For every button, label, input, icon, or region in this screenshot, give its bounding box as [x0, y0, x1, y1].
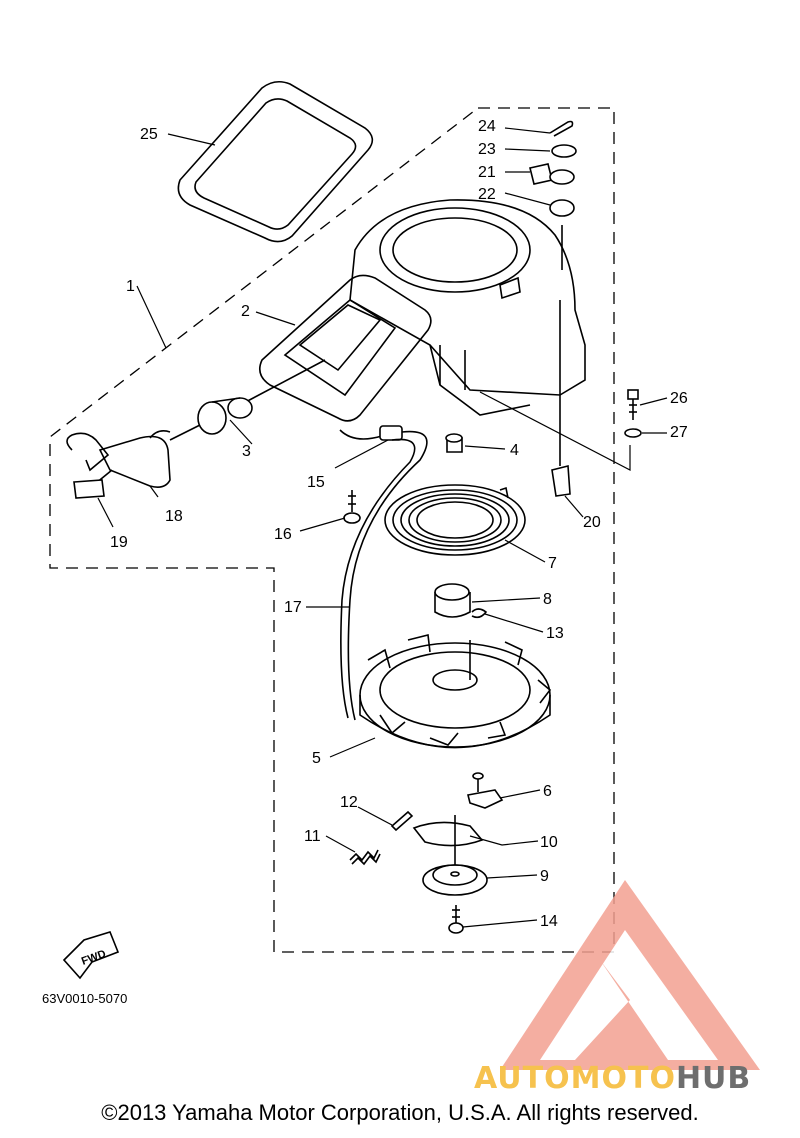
callout-11: 11 — [304, 828, 321, 845]
plate-part-19 — [66, 432, 110, 499]
drum-part-5 — [359, 634, 552, 749]
callout-12: 12 — [340, 794, 358, 811]
logo-text: AUTOMOTOHUB — [474, 1061, 751, 1096]
handle-guide-part-2 — [259, 274, 432, 422]
rope-stopper-part-3 — [197, 397, 253, 435]
cover-housing-part-1 — [349, 199, 586, 416]
automotohub-logo: AUTOMOTOHUB — [474, 880, 760, 1096]
callout-3: 3 — [242, 443, 251, 460]
callout-13: 13 — [546, 625, 564, 642]
bolt-part-16 — [343, 490, 361, 524]
washer-part-23 — [551, 144, 577, 158]
plate-part-10 — [412, 821, 484, 847]
callout-14: 14 — [540, 913, 558, 930]
lever-part-20 — [551, 300, 571, 497]
tube-part-17 — [347, 430, 428, 721]
callout-1: 1 — [126, 278, 135, 295]
callout-7: 7 — [548, 555, 557, 572]
callout-16: 16 — [274, 526, 292, 543]
bushing-part-8 — [434, 583, 471, 618]
copyright-notice: ©2013 Yamaha Motor Corporation, U.S.A. A… — [101, 1100, 699, 1125]
assembly-boundary — [49, 107, 615, 953]
pin-part-24 — [549, 120, 574, 137]
rope-part-3 — [239, 359, 326, 406]
bolt-part-14 — [448, 905, 464, 934]
leader-lines — [97, 127, 668, 928]
callout-10: 10 — [540, 834, 558, 851]
callout-22: 22 — [478, 186, 496, 203]
cover-part-9 — [422, 864, 488, 896]
fwd-arrow-icon: FWD — [62, 931, 120, 980]
callout-20: 20 — [583, 514, 601, 531]
callout-5: 5 — [312, 750, 321, 767]
callout-15: 15 — [307, 474, 325, 491]
callout-26: 26 — [670, 390, 688, 407]
callout-23: 23 — [478, 141, 496, 158]
washer-part-27 — [624, 428, 642, 438]
callout-24: 24 — [478, 118, 496, 135]
pin-part-12 — [390, 810, 414, 832]
small-parts-top — [529, 120, 577, 270]
callout-labels: 25 24 23 21 22 1 2 26 27 3 4 15 18 20 16… — [110, 118, 688, 930]
callout-8: 8 — [543, 591, 552, 608]
callout-18: 18 — [165, 508, 183, 525]
callout-19: 19 — [110, 534, 128, 551]
callout-9: 9 — [540, 868, 549, 885]
bracket-part-21 — [529, 163, 553, 185]
hose-part-15 — [339, 425, 403, 441]
callout-2: 2 — [241, 303, 250, 320]
seal-part-25 — [177, 80, 374, 243]
spiral-spring-part-7 — [384, 484, 526, 556]
clip-part-13 — [471, 608, 488, 619]
spring-part-11 — [349, 849, 381, 866]
bolt-part-26 — [627, 389, 639, 420]
callout-21: 21 — [478, 164, 496, 181]
drawing-code: 63V0010-5070 — [42, 991, 127, 1006]
callout-27: 27 — [670, 424, 688, 441]
pawl-part-6 — [467, 772, 504, 809]
callout-17: 17 — [284, 599, 302, 616]
callout-6: 6 — [543, 783, 552, 800]
collar-part-4 — [445, 433, 463, 453]
callout-4: 4 — [510, 442, 519, 459]
callout-25: 25 — [140, 126, 158, 143]
spring-part-22 — [549, 199, 575, 217]
